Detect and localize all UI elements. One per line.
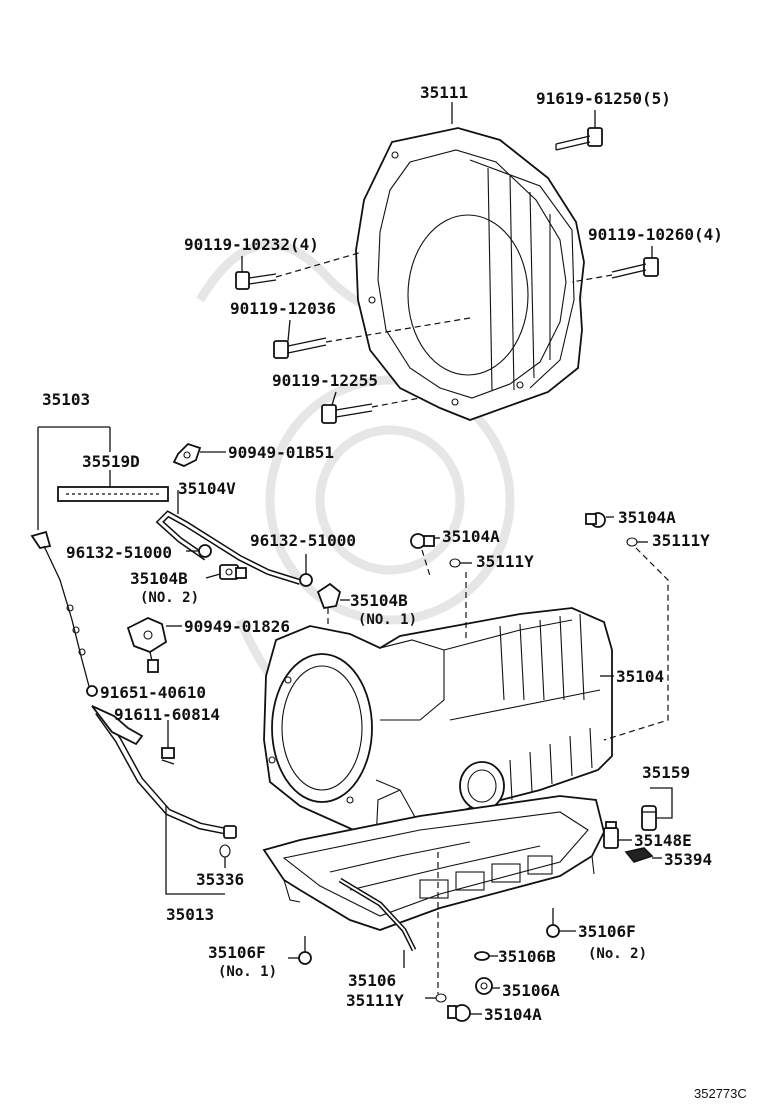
label-35104b-no1[interactable]: 35104B (350, 591, 408, 610)
strainer-35519d[interactable] (57, 486, 169, 502)
plug-35159[interactable] (641, 805, 657, 831)
label-91611-60814[interactable]: 91611-60814 (114, 705, 220, 724)
label-35106b[interactable]: 35106B (498, 947, 556, 966)
bolt-35106f-no1[interactable] (298, 936, 312, 965)
label-35106f-no1-sub: (No. 1) (218, 964, 277, 980)
dipstick-35103[interactable] (30, 530, 91, 691)
label-35106f-no2[interactable]: 35106F (578, 922, 636, 941)
oring-35111y-top[interactable] (449, 558, 461, 568)
label-96132-51000-right[interactable]: 96132-51000 (250, 531, 356, 550)
label-35104v[interactable]: 35104V (178, 479, 236, 498)
fitting-35104a-right[interactable] (585, 512, 606, 528)
clamp-90949-01826[interactable] (126, 617, 168, 673)
bolt-91619-61250[interactable] (555, 127, 603, 151)
label-90949-01b51[interactable]: 90949-01B51 (228, 443, 334, 462)
plug-35106a[interactable] (475, 977, 493, 995)
label-35104a-right[interactable]: 35104A (618, 508, 676, 527)
label-35111[interactable]: 35111 (420, 83, 468, 102)
label-96132-51000-left[interactable]: 96132-51000 (66, 543, 172, 562)
hose-35104v[interactable] (155, 510, 301, 585)
label-91651-40610[interactable]: 91651-40610 (100, 683, 206, 702)
clip-96132-left[interactable] (198, 544, 212, 558)
fitting-35104a-top[interactable] (410, 533, 435, 549)
label-35106f-no1[interactable]: 35106F (208, 943, 266, 962)
label-35148e[interactable]: 35148E (634, 831, 692, 850)
label-35013[interactable]: 35013 (166, 905, 214, 924)
label-35159[interactable]: 35159 (642, 763, 690, 782)
bolt-90119-12036[interactable] (273, 337, 327, 359)
diagram-code: 352773C (694, 1086, 747, 1101)
plug-35394[interactable] (624, 847, 654, 863)
bell-housing-35111[interactable] (355, 127, 585, 421)
label-35336[interactable]: 35336 (196, 870, 244, 889)
label-35111y-top[interactable]: 35111Y (476, 552, 534, 571)
label-35104b-no1-sub: (NO. 1) (358, 612, 417, 628)
bolt-90119-10260[interactable] (611, 257, 659, 279)
label-35111y-right[interactable]: 35111Y (652, 531, 710, 550)
label-35394[interactable]: 35394 (664, 850, 712, 869)
label-90119-10232[interactable]: 90119-10232(4) (184, 235, 319, 254)
label-90119-12036[interactable]: 90119-12036 (230, 299, 336, 318)
plug-35148e[interactable] (603, 821, 619, 849)
bolt-91651-40610[interactable] (86, 685, 98, 697)
label-35106a[interactable]: 35106A (502, 981, 560, 1000)
label-35519d[interactable]: 35519D (82, 452, 140, 471)
label-35106[interactable]: 35106 (348, 971, 396, 990)
bolt-35106f-no2[interactable] (546, 908, 560, 938)
plug-35104a-bottom[interactable] (447, 1004, 471, 1022)
label-35104[interactable]: 35104 (616, 667, 664, 686)
oil-pan-35106[interactable] (262, 795, 605, 952)
union-35104b-no2[interactable] (219, 564, 247, 580)
label-35111y-bottom[interactable]: 35111Y (346, 991, 404, 1010)
bolt-90119-10232[interactable] (235, 271, 277, 290)
bolt-91611-60814[interactable] (161, 736, 175, 765)
gasket-35106b[interactable] (474, 951, 490, 961)
union-35104b-no1[interactable] (316, 582, 342, 624)
clamp-90949-01b51[interactable] (172, 442, 202, 467)
oring-35111y-bottom[interactable] (435, 993, 447, 1003)
label-35103[interactable]: 35103 (42, 390, 90, 409)
oring-35336[interactable] (219, 844, 231, 858)
label-35104a-top[interactable]: 35104A (442, 527, 500, 546)
label-35104a-bottom[interactable]: 35104A (484, 1005, 542, 1024)
part-labels: 35111 91619-61250(5) 90119-10232(4) 9011… (42, 83, 747, 1101)
bolt-90119-12255[interactable] (321, 403, 373, 424)
label-35106f-no2-sub: (No. 2) (588, 946, 647, 962)
label-91619-61250[interactable]: 91619-61250(5) (536, 89, 671, 108)
oring-35111y-right[interactable] (626, 537, 638, 547)
transmission-case-35104[interactable] (263, 607, 613, 841)
label-35104b-no2[interactable]: 35104B (130, 569, 188, 588)
label-90119-12255[interactable]: 90119-12255 (272, 371, 378, 390)
clip-96132-right[interactable] (299, 573, 313, 587)
label-35104b-no2-sub: (NO. 2) (140, 590, 199, 606)
label-90949-01826[interactable]: 90949-01826 (184, 617, 290, 636)
label-90119-10260[interactable]: 90119-10260(4) (588, 225, 723, 244)
fill-tube-35013[interactable] (91, 705, 237, 839)
